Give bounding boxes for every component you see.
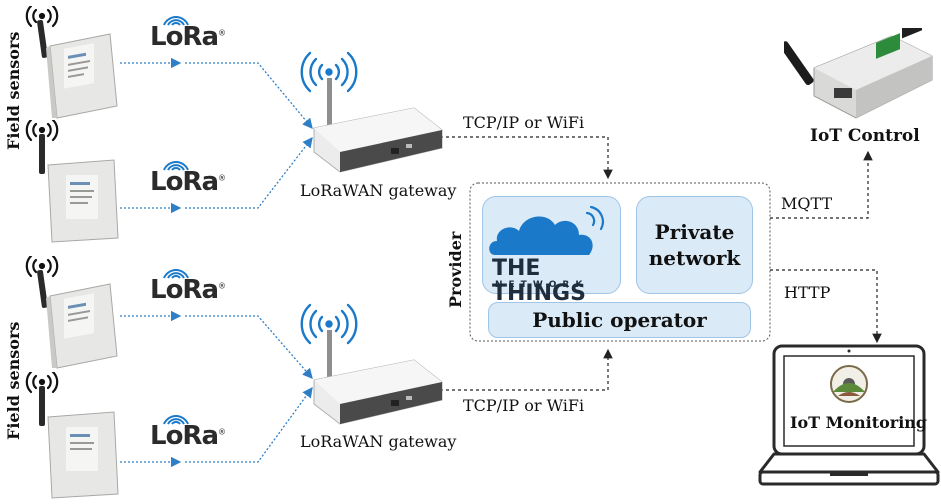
ttn-subtitle: NETWORK xyxy=(495,280,589,290)
gateway-link xyxy=(440,136,613,180)
sensor-device-icon xyxy=(22,118,122,249)
mqtt-link xyxy=(770,150,873,219)
cloud-icon xyxy=(489,205,604,255)
lora-link xyxy=(185,136,313,209)
lora-logo: LoRa® xyxy=(150,167,226,197)
provider-label: Provider xyxy=(446,231,465,308)
controller-board-icon xyxy=(779,18,934,127)
gateway-router-icon xyxy=(296,48,446,180)
public-operator-panel: Public operator xyxy=(488,302,751,338)
lora-waves-icon xyxy=(163,161,189,171)
lora-logo: LoRa® xyxy=(150,275,226,305)
provider-box xyxy=(469,182,771,342)
gateway-label: LoRaWAN gateway xyxy=(300,432,457,451)
sensor-device-icon xyxy=(22,370,122,504)
gateway-router-icon xyxy=(296,300,446,432)
iot-monitoring-label: IoT Monitoring xyxy=(790,413,928,432)
field-sensors-label: Field sensors xyxy=(4,321,23,440)
private-network-label: Private network xyxy=(648,220,741,270)
ttn-panel: THE THINGS NETWORK xyxy=(482,196,621,306)
monitoring-logo-icon xyxy=(830,365,868,403)
iot-control-label: IoT Control xyxy=(810,126,920,146)
tcpip-link-label: TCP/IP or WiFi xyxy=(463,396,585,415)
sensor-device-icon xyxy=(22,254,122,375)
lora-waves-icon xyxy=(163,16,189,26)
wifi-signal-icon xyxy=(25,4,59,28)
tcpip-link-label: TCP/IP or WiFi xyxy=(463,113,585,132)
public-operator-label: Public operator xyxy=(532,308,707,332)
lora-logo: LoRa® xyxy=(150,421,226,451)
sensor-device-icon xyxy=(22,4,122,125)
lora-link xyxy=(185,315,313,379)
laptop-icon xyxy=(758,344,940,500)
private-network-panel: Private network xyxy=(636,196,753,294)
ttn-title: THE THINGS xyxy=(492,256,586,306)
field-sensors-label: Field sensors xyxy=(4,31,23,150)
lora-logo: LoRa® xyxy=(150,22,226,52)
lora-waves-icon xyxy=(163,269,189,279)
mqtt-label: MQTT xyxy=(781,194,833,213)
http-label: HTTP xyxy=(784,283,831,302)
gateway-link xyxy=(440,348,613,391)
gateway-label: LoRaWAN gateway xyxy=(300,181,457,200)
http-link xyxy=(770,269,882,344)
lora-link xyxy=(185,386,313,463)
lora-waves-icon xyxy=(163,415,189,425)
lora-link xyxy=(185,62,313,129)
